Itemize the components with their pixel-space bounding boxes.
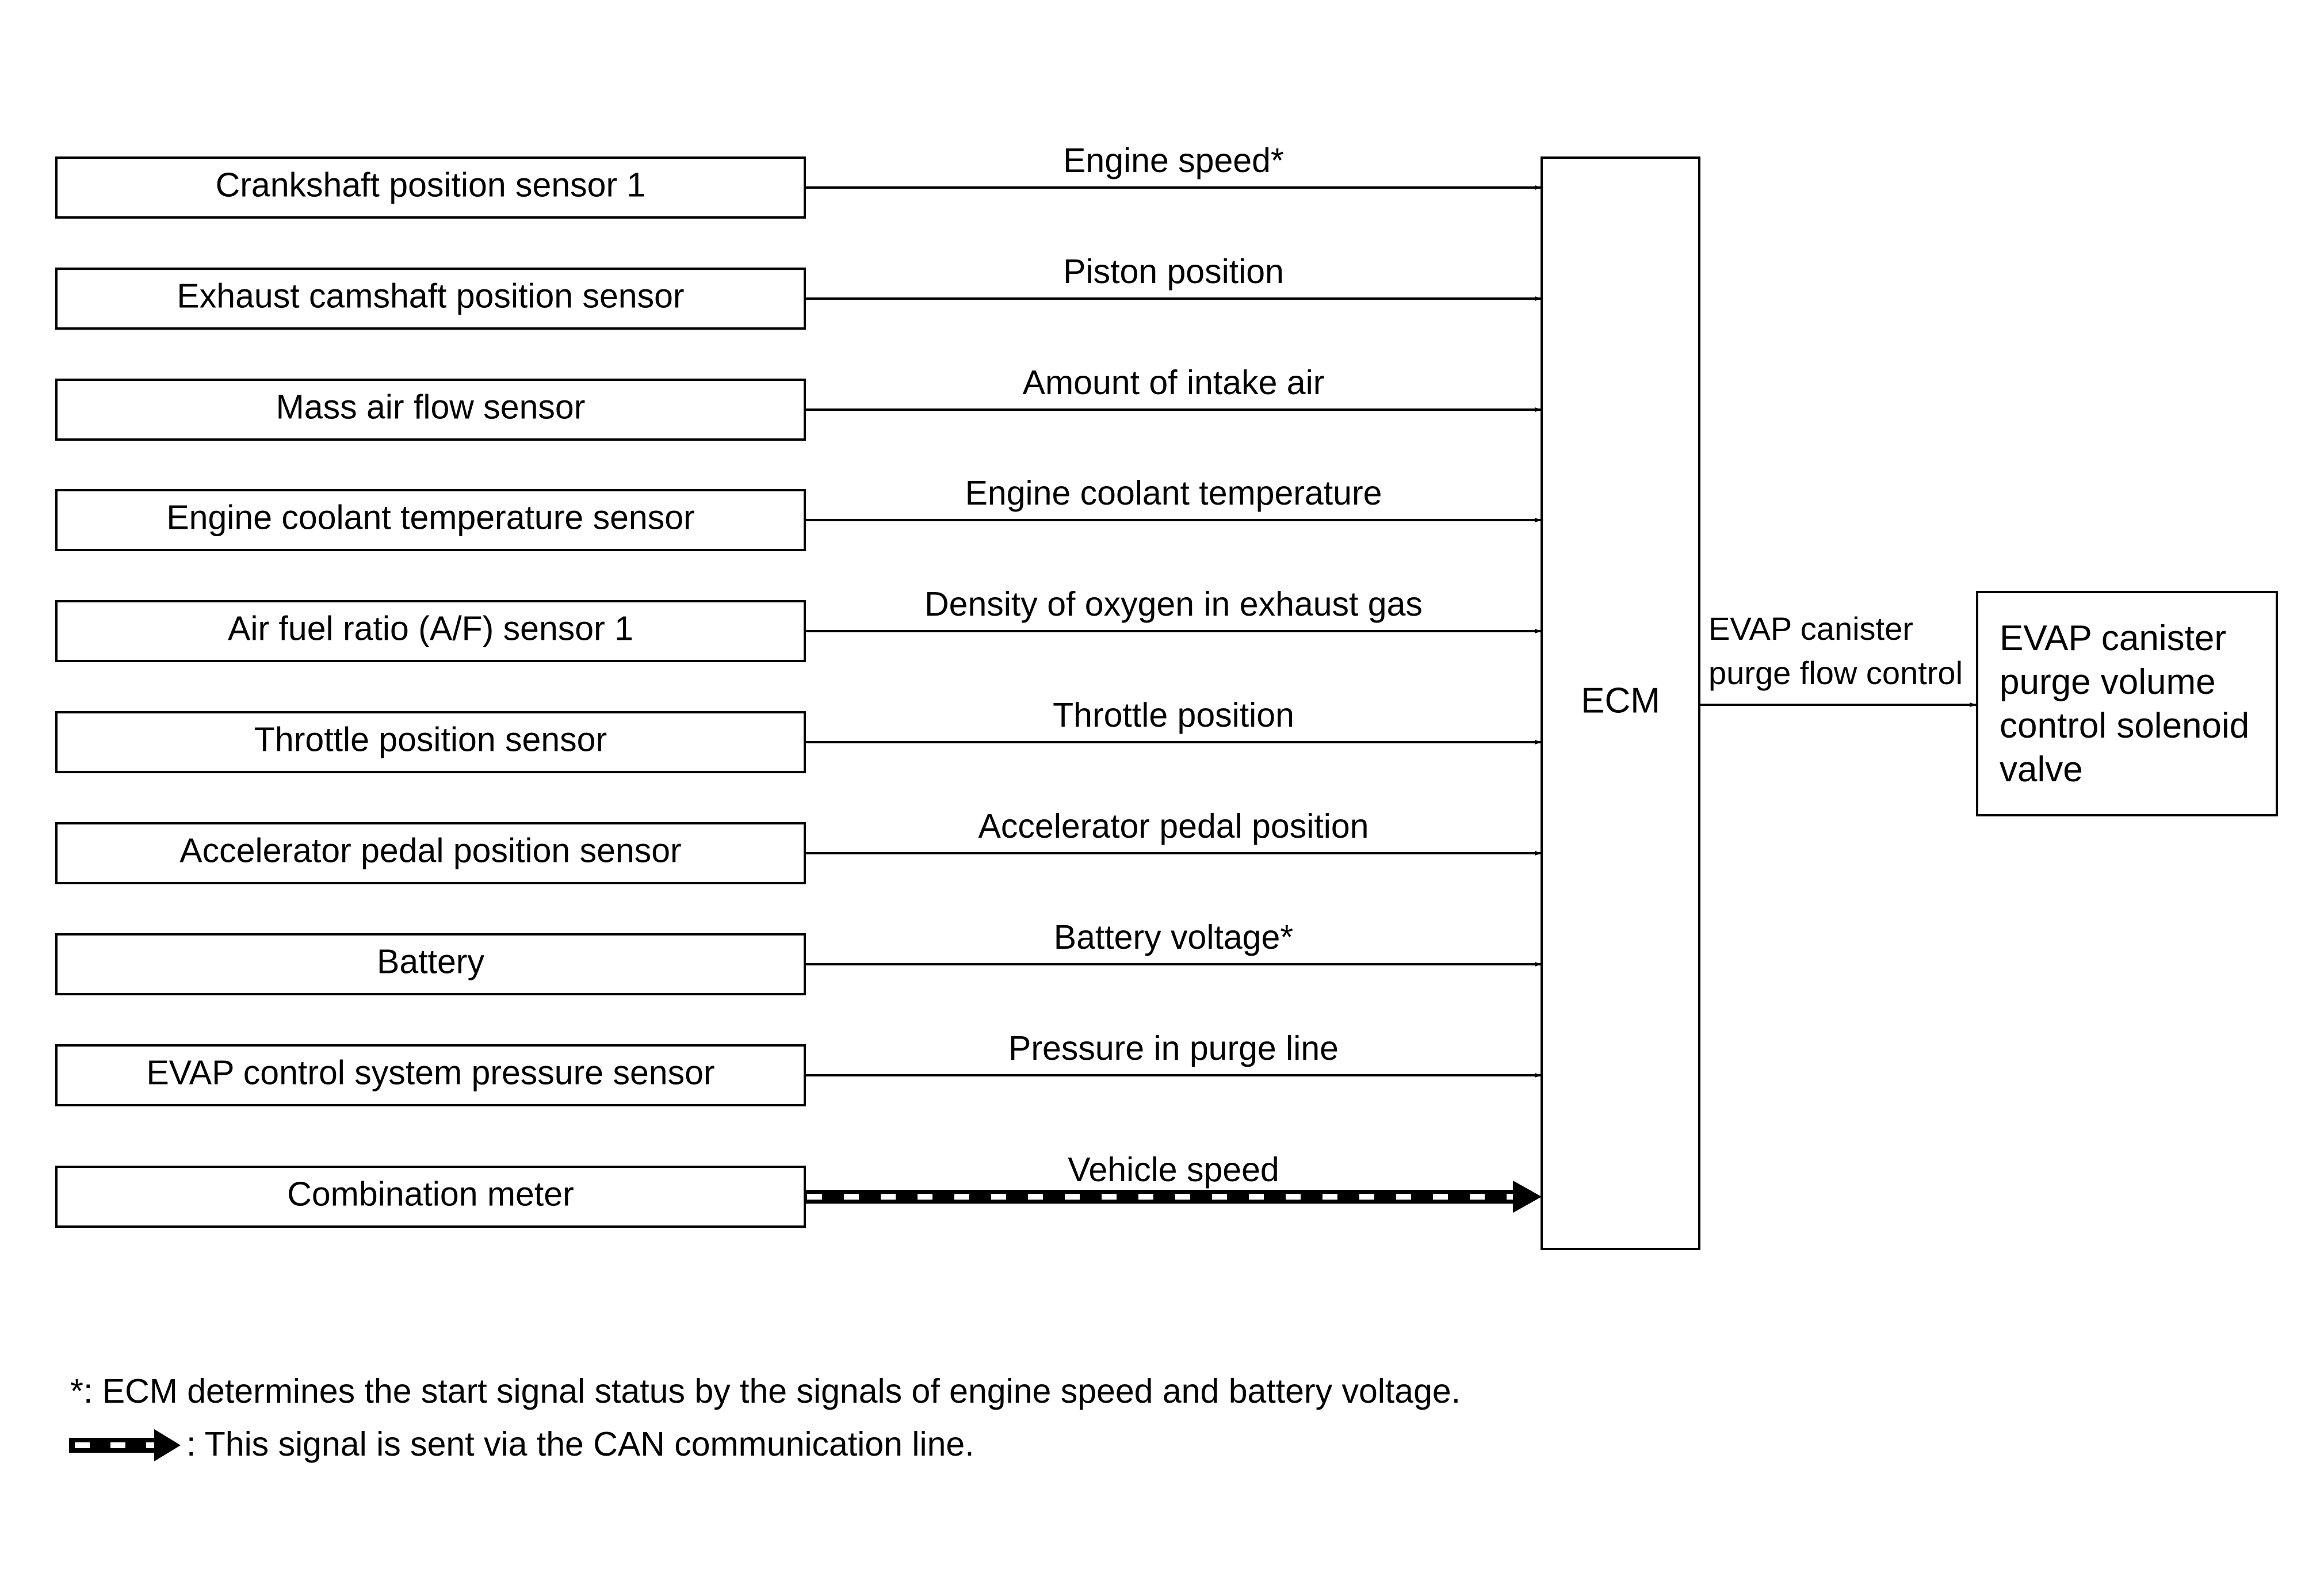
sensor-row: Combination meter Vehicle speed bbox=[55, 1151, 1542, 1228]
can-signal-line bbox=[805, 1181, 1542, 1213]
sensor-label: EVAP control system pressure sensor bbox=[146, 1054, 714, 1092]
signal-label: Pressure in purge line bbox=[1008, 1029, 1339, 1067]
ecm-label: ECM bbox=[1581, 681, 1660, 720]
sensor-label: Crankshaft position sensor 1 bbox=[216, 166, 646, 204]
purge-valve-label: EVAP canister purge volume control solen… bbox=[2000, 618, 2260, 789]
purge-valve-line-2: purge volume bbox=[2000, 662, 2216, 702]
ecm-box bbox=[1541, 156, 1700, 1250]
sensor-label: Combination meter bbox=[287, 1175, 574, 1213]
sensor-box bbox=[55, 1166, 806, 1228]
purge-valve-line-4: valve bbox=[2000, 750, 2083, 789]
signal-label: Piston position bbox=[1063, 253, 1284, 291]
sensor-label: Throttle position sensor bbox=[254, 721, 607, 759]
signal-label: Engine coolant temperature bbox=[965, 474, 1382, 512]
can-legend-text: : This signal is sent via the CAN commun… bbox=[186, 1425, 974, 1463]
sensor-row: EVAP control system pressure sensor Press… bbox=[55, 1029, 1542, 1106]
can-line-legend-icon bbox=[69, 1429, 181, 1461]
sensor-row: Exhaust camshaft position sensor Piston p… bbox=[55, 253, 1542, 330]
purge-valve-box bbox=[1976, 591, 2278, 816]
sensor-row: Crankshaft position sensor 1 Engine speed… bbox=[55, 142, 1542, 219]
sensor-box bbox=[55, 379, 806, 441]
sensor-label: Battery bbox=[377, 943, 484, 981]
legend: *: ECM determines the start signal statu… bbox=[69, 1372, 1461, 1463]
signal-label: Accelerator pedal position bbox=[978, 807, 1369, 845]
sensor-box bbox=[55, 268, 806, 330]
sensor-row: Accelerator pedal position sensor Acceler… bbox=[55, 807, 1542, 884]
purge-valve-line-3: control solenoid bbox=[2000, 706, 2249, 746]
output-block: EVAP canister purge flow control EVAP ca… bbox=[1699, 591, 2278, 816]
sensor-row: Air fuel ratio (A/F) sensor 1 Density of … bbox=[55, 585, 1542, 662]
sensor-box bbox=[55, 489, 806, 551]
sensor-box bbox=[55, 1044, 806, 1106]
sensor-label: Exhaust camshaft position sensor bbox=[177, 277, 684, 315]
signal-label: Density of oxygen in exhaust gas bbox=[924, 585, 1423, 623]
output-signal-label: EVAP canister purge flow control bbox=[1708, 610, 1963, 691]
output-signal-line-2: purge flow control bbox=[1708, 655, 1963, 691]
sensor-row: Throttle position sensor Throttle positio… bbox=[55, 696, 1542, 773]
ecm-block: ECM bbox=[1541, 156, 1700, 1250]
sensor-box bbox=[55, 156, 806, 219]
sensor-row: Engine coolant temperature sensor Engine … bbox=[55, 474, 1542, 551]
sensor-label: Air fuel ratio (A/F) sensor 1 bbox=[228, 610, 633, 648]
signal-label: Throttle position bbox=[1053, 696, 1294, 734]
output-signal-line-1: EVAP canister bbox=[1708, 610, 1913, 647]
purge-valve-line-1: EVAP canister bbox=[2000, 618, 2226, 658]
signal-label: Amount of intake air bbox=[1023, 364, 1325, 402]
signal-label: Battery voltage* bbox=[1054, 918, 1294, 956]
sensor-rows: Crankshaft position sensor 1 Engine speed… bbox=[55, 142, 1542, 1228]
sensor-row: Mass air flow sensor Amount of intake air bbox=[55, 364, 1542, 441]
signal-label: Vehicle speed bbox=[1068, 1151, 1279, 1189]
sensor-label: Accelerator pedal position sensor bbox=[179, 832, 681, 870]
signal-label: Engine speed* bbox=[1063, 142, 1284, 180]
sensor-row: Battery Battery voltage* bbox=[55, 918, 1542, 995]
sensor-label: Engine coolant temperature sensor bbox=[166, 499, 694, 537]
footnote-text: *: ECM determines the start signal statu… bbox=[70, 1372, 1461, 1410]
sensor-box bbox=[55, 822, 806, 884]
sensor-label: Mass air flow sensor bbox=[276, 388, 586, 426]
